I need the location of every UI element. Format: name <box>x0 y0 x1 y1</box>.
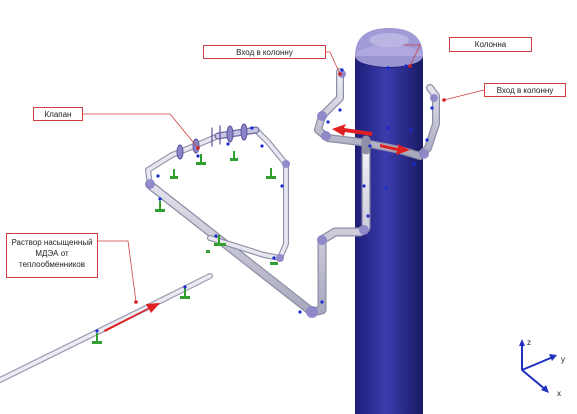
ring-flow-arrow-right <box>380 144 410 155</box>
callout-solution-line1: Раствор насыщенный <box>11 238 93 247</box>
callout-column-text: Колонна <box>474 40 507 49</box>
callout-solution-line2: МДЭА от <box>35 249 69 258</box>
callout-targets <box>134 64 446 304</box>
callout-inlet-right-text: Вход в колонну <box>496 86 554 95</box>
callout-inlet-right: Вход в колонну <box>484 83 566 97</box>
callout-valve-text: Клапан <box>44 110 72 119</box>
callout-valve: Клапан <box>33 107 83 121</box>
flow-arrows <box>104 124 410 332</box>
callout-inlet-left: Вход в колонну <box>203 45 326 59</box>
node-markers <box>95 64 434 333</box>
callout-solution-line3: теплообменников <box>19 260 85 269</box>
ring-flow-arrow-left <box>332 124 372 136</box>
feed-pipe[interactable] <box>0 273 213 383</box>
callout-inlet-left-text: Вход в колонну <box>236 48 293 57</box>
feed-flow-arrow <box>104 303 160 332</box>
pipe-supports <box>92 151 278 344</box>
valve[interactable] <box>176 123 260 160</box>
axis-triad: z y x <box>519 338 565 398</box>
axis-z-label: z <box>527 338 531 347</box>
callout-column: Колонна <box>449 37 532 52</box>
axis-y-label: y <box>561 355 565 364</box>
column[interactable] <box>355 28 423 414</box>
callout-leaders <box>82 44 489 303</box>
axis-x-label: x <box>557 389 561 398</box>
pipe-joints <box>145 70 438 318</box>
callout-solution: Раствор насыщенный МДЭА от теплообменник… <box>6 233 98 278</box>
